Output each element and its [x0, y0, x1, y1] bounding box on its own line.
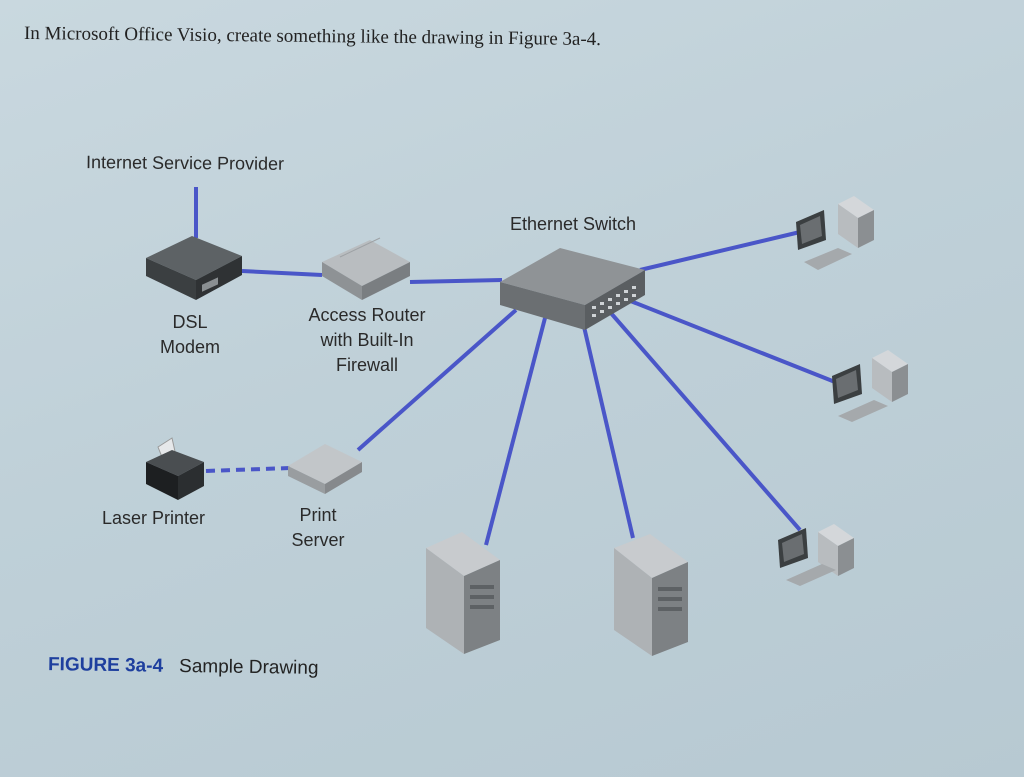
printer-printserver-link — [205, 466, 291, 473]
access-router-label-line2: with Built-In — [320, 330, 414, 350]
switch-printserver-link — [356, 308, 518, 452]
print-server-label: Print Server — [278, 503, 358, 553]
switch-server2-link — [580, 317, 635, 539]
print-server-icon — [288, 444, 362, 494]
dsl-modem-label-line2: Modem — [159, 337, 221, 357]
laser-printer-icon — [146, 437, 204, 500]
server-tower-icon-1 — [426, 532, 500, 654]
ethernet-switch-icon — [500, 248, 645, 330]
workstation-icon-3 — [778, 524, 854, 586]
print-server-label-line2: Server — [291, 530, 345, 550]
figure-number: FIGURE 3a-4 — [47, 654, 164, 677]
dsl-modem-icon — [146, 236, 242, 300]
server-tower-icon-2 — [614, 534, 688, 656]
figure-caption: FIGURE 3a-4 Sample Drawing — [48, 654, 319, 680]
access-router-label: Access Router with Built-In Firewall — [292, 303, 442, 378]
workstation-icon-2 — [832, 350, 908, 422]
switch-pc2-link — [627, 298, 836, 384]
dsl-modem-label: DSL Modem — [148, 310, 232, 360]
access-router-label-line3: Firewall — [335, 355, 398, 375]
figure-title: Sample Drawing — [178, 655, 319, 679]
router-switch-link — [409, 278, 503, 284]
connections — [194, 187, 836, 546]
switch-server1-link — [484, 317, 547, 546]
access-router-icon — [322, 237, 410, 300]
laser-printer-label: Laser Printer — [102, 508, 206, 528]
workstation-icon-1 — [796, 196, 874, 270]
access-router-label-line1: Access Router — [308, 305, 426, 325]
dsl-router-link — [241, 269, 323, 277]
switch-pc1-link — [639, 230, 801, 272]
ethernet-switch-label: Ethernet Switch — [510, 214, 637, 234]
isp-label: Internet Service Provider — [85, 152, 285, 174]
switch-pc3-link — [608, 310, 802, 532]
print-server-label-line1: Print — [299, 505, 337, 525]
dsl-modem-label-line1: DSL — [172, 312, 208, 332]
